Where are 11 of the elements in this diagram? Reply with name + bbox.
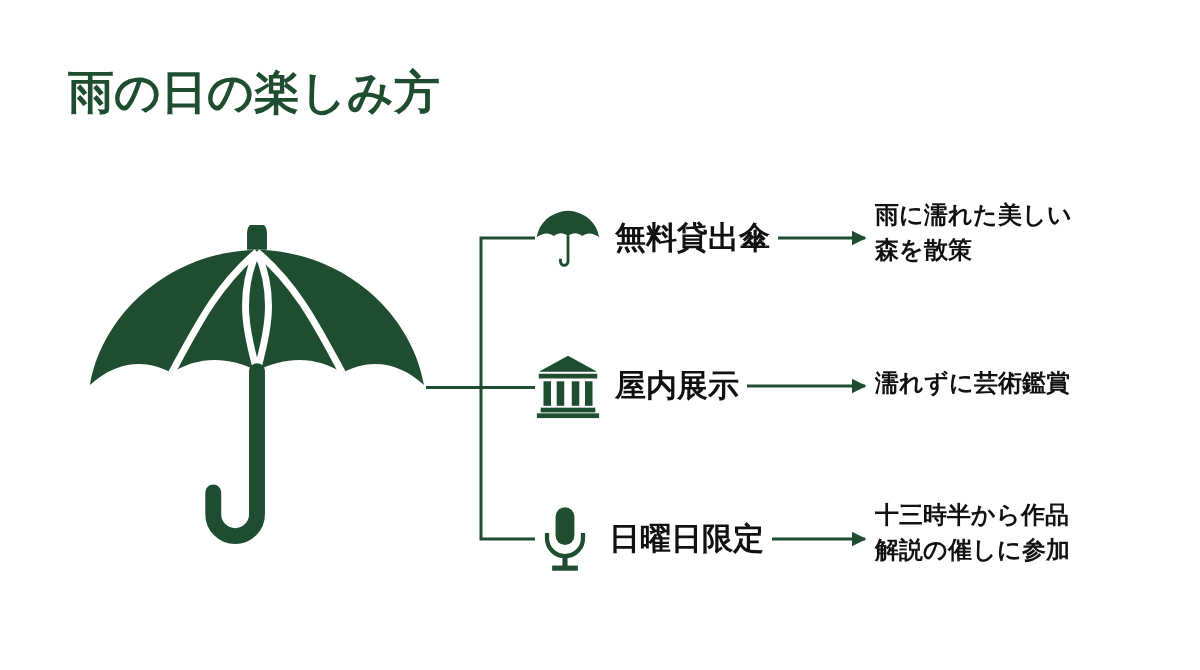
description-text: 濡れずに芸術鑑賞 (875, 368, 1071, 399)
title: 雨の日の楽しみ方 (68, 64, 440, 121)
connector-line (426, 386, 535, 541)
description-text: 雨に濡れた美しい森を散策 (875, 200, 1073, 266)
description-text: 十三時半から作品解説の催しに参加 (875, 500, 1071, 566)
item-heading: 無料貸出傘 (615, 218, 770, 257)
item-heading: 屋内展示 (615, 366, 739, 405)
arrow (747, 378, 867, 394)
arrow (778, 230, 867, 246)
arrow (772, 531, 867, 547)
item-heading: 日曜日限定 (609, 519, 764, 558)
